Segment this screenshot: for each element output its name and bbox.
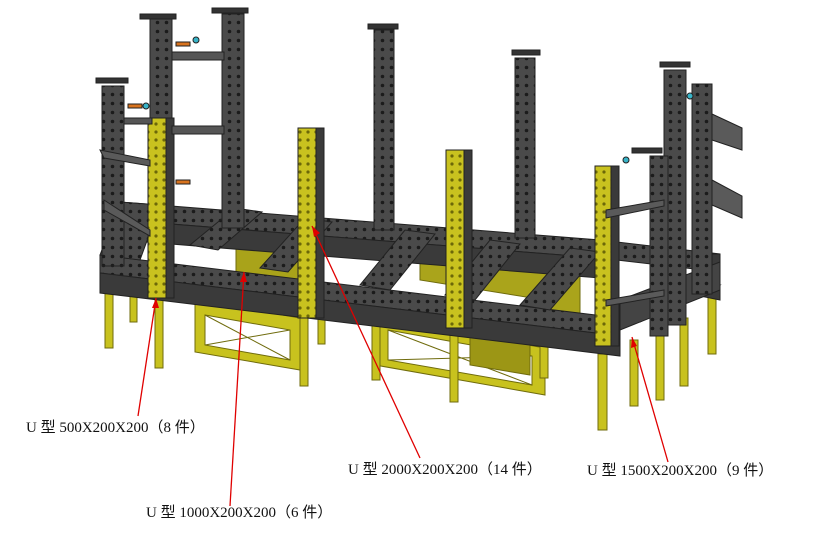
- leader-1000: [229, 271, 245, 507]
- leader-1000-arrow: [240, 272, 247, 282]
- leader-1500-arrow: [631, 337, 637, 348]
- callout-u-1500: U 型 1500X200X200（9 件）: [587, 463, 774, 479]
- callout-u-2000: U 型 2000X200X200（14 件）: [348, 462, 542, 478]
- clamps-and-brackets: [95, 7, 743, 307]
- leader-500-arrow: [152, 298, 159, 308]
- support-legs: [104, 279, 717, 431]
- leader-500: [137, 297, 157, 417]
- leader-2000: [311, 225, 421, 459]
- leader-2000-arrow: [312, 226, 320, 237]
- leader-1500: [631, 336, 669, 463]
- callout-u-1000: U 型 1000X200X200（6 件）: [146, 505, 333, 521]
- callout-u-500: U 型 500X200X200（8 件）: [26, 420, 205, 436]
- leader-lines: [137, 225, 669, 507]
